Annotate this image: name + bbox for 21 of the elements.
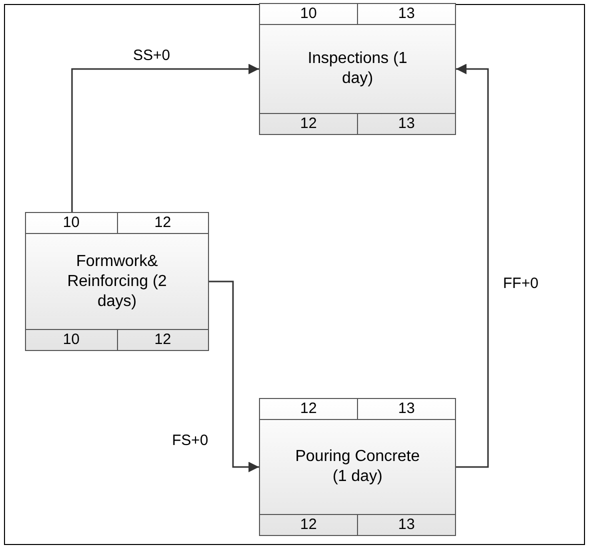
day-number: 10 xyxy=(299,4,318,24)
activity-name: Pouring Concrete (1 day) xyxy=(294,447,421,487)
day-number: 13 xyxy=(357,4,455,24)
activity-box xyxy=(259,3,456,135)
day-number: 12 xyxy=(116,213,208,233)
day-number: 13 xyxy=(357,399,455,419)
activity-box xyxy=(259,398,456,536)
activity-name: Inspections (1 day) xyxy=(308,49,408,89)
day-number: 10 xyxy=(62,330,81,350)
day-number: 12 xyxy=(299,515,318,535)
activity-box xyxy=(25,212,209,351)
arrow xyxy=(209,280,259,472)
day-number: 12 xyxy=(299,114,318,134)
day-number: 13 xyxy=(357,114,455,134)
arrow xyxy=(456,64,489,468)
activity-name: Formwork& Reinforcing (2 days) xyxy=(66,252,168,312)
day-number: 12 xyxy=(116,330,208,350)
day-number: 12 xyxy=(299,399,318,419)
day-number: 10 xyxy=(62,213,81,233)
arrow xyxy=(71,64,259,212)
day-number: 13 xyxy=(357,515,455,535)
